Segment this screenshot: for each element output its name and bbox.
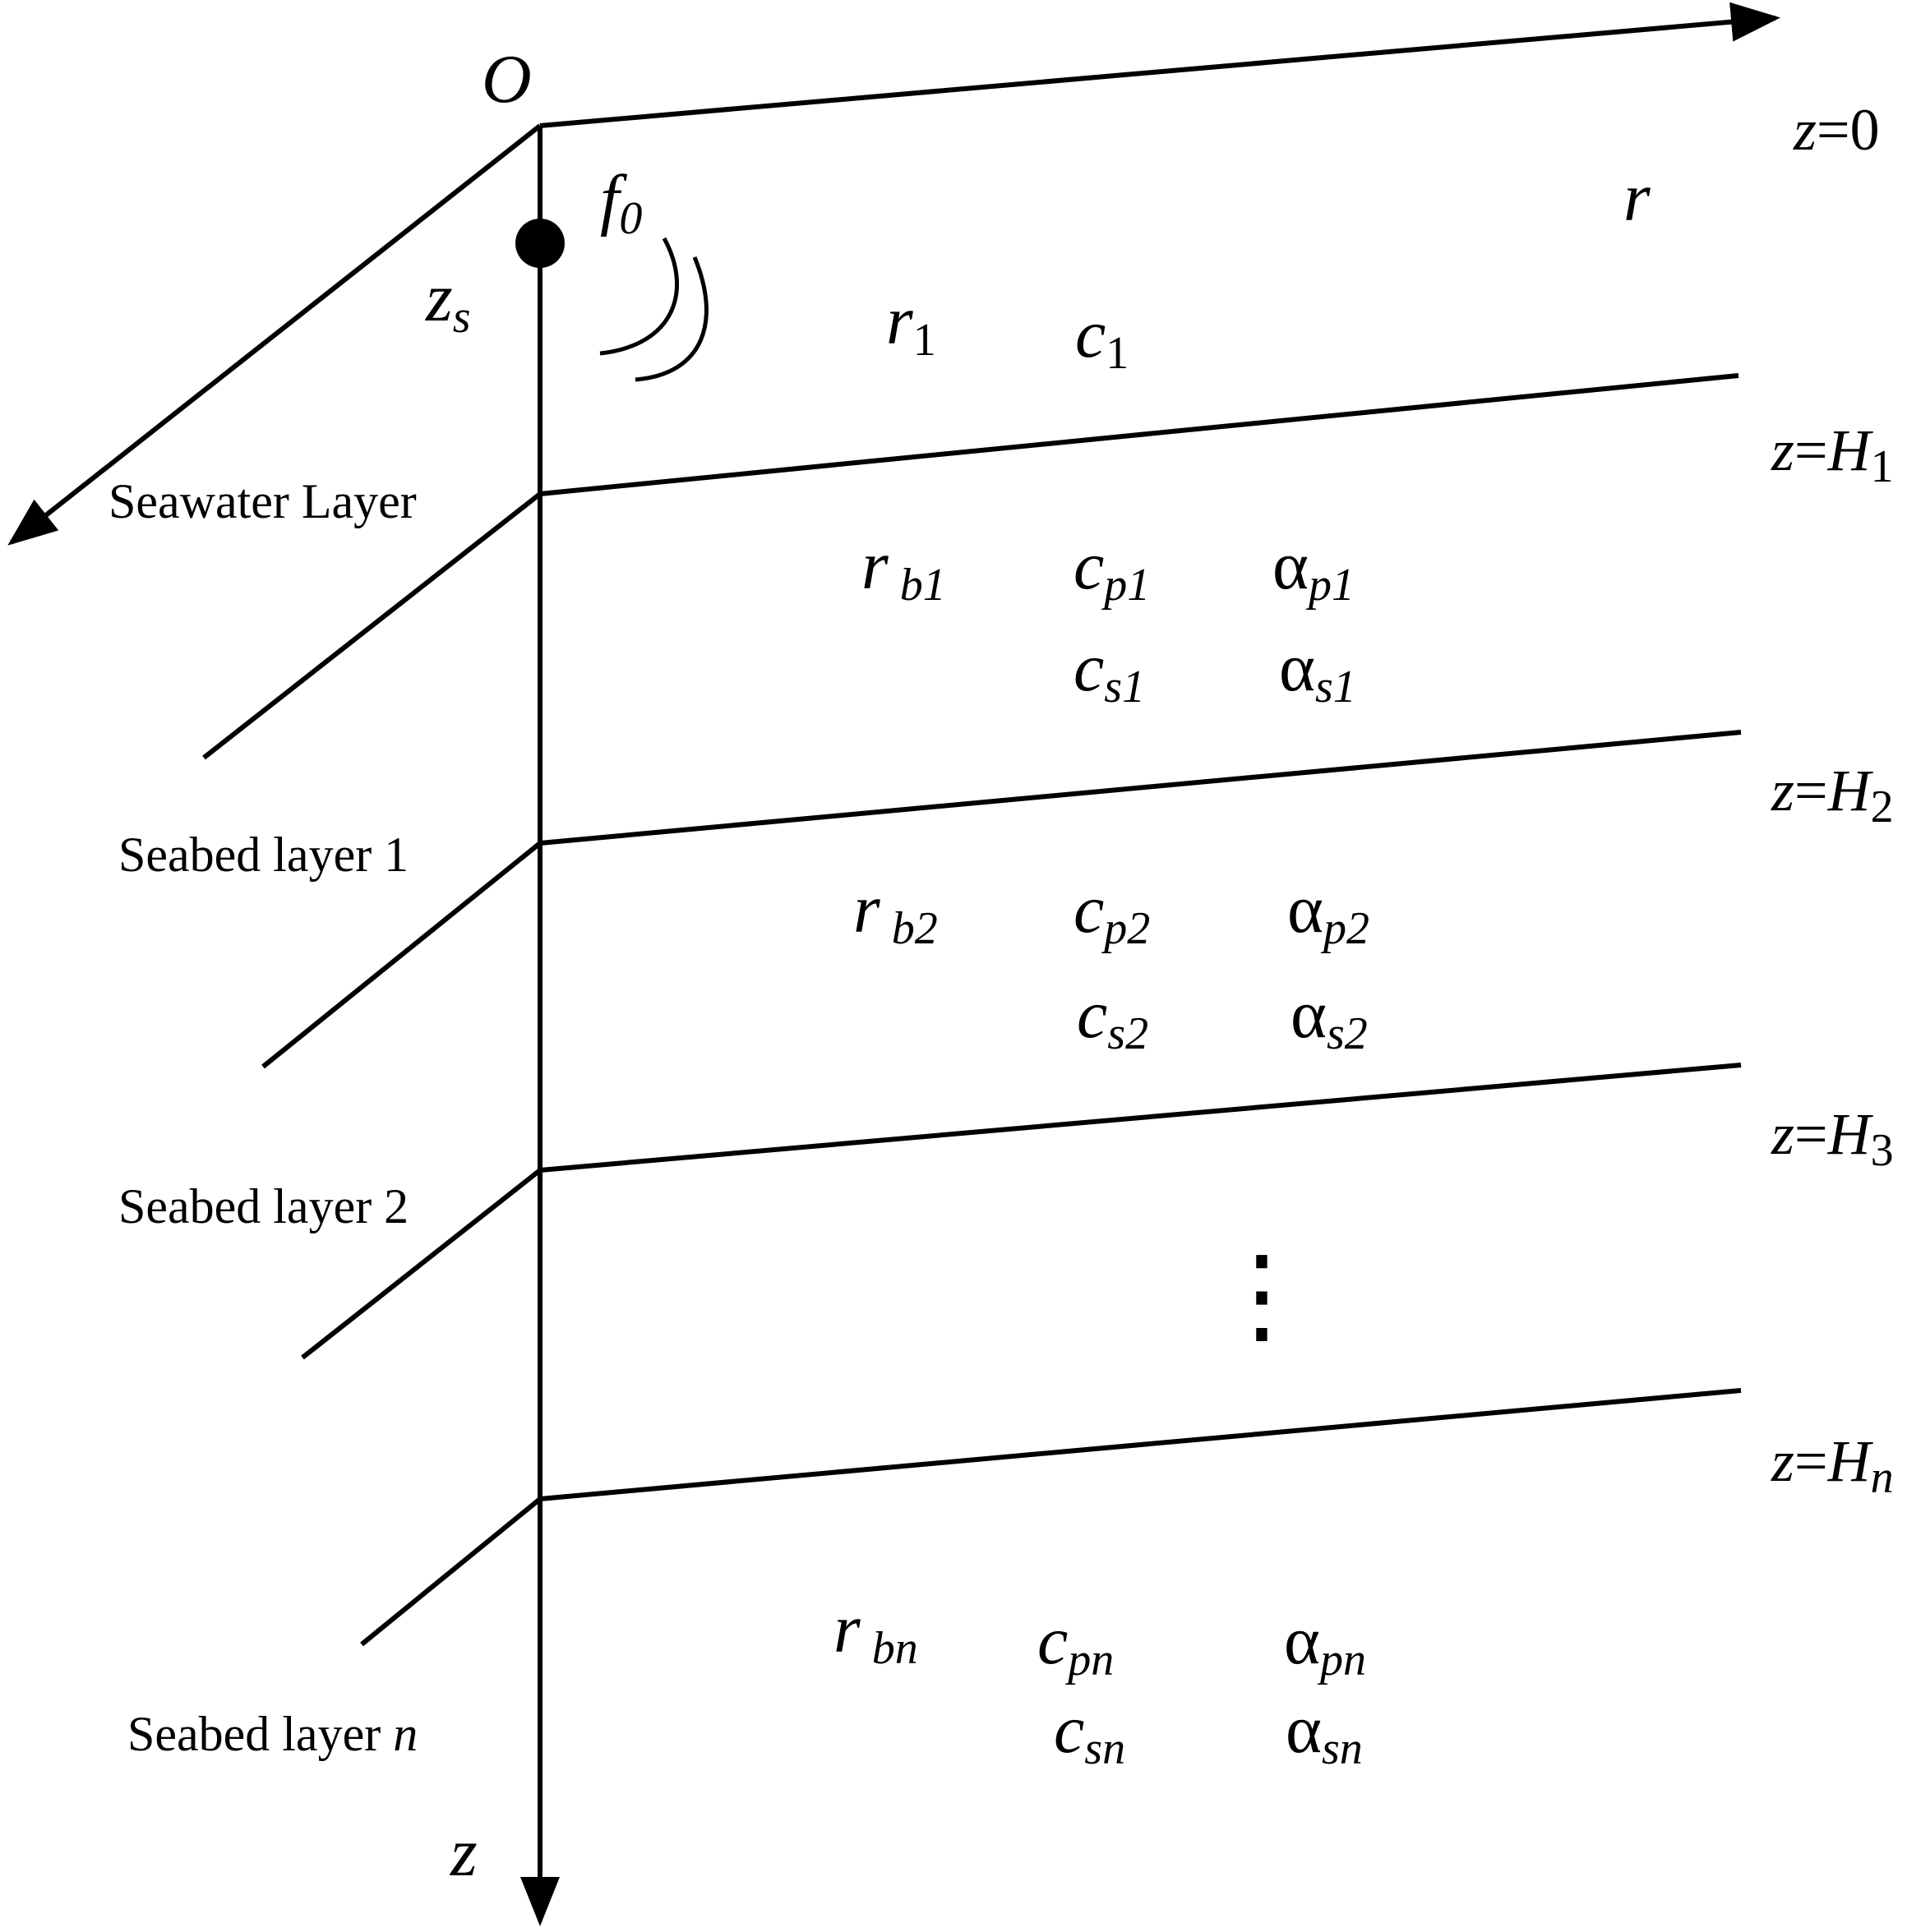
source-dot	[515, 219, 565, 268]
interface-label-0: z=0	[1793, 97, 1880, 163]
cross-axis-line	[7, 123, 542, 546]
param-alpha-s-n: αsn	[1286, 1691, 1363, 1774]
param-alpha-p-1: αp1	[1272, 528, 1355, 611]
interface-depth-line-h2	[261, 841, 542, 1069]
param-cp-1: cp1	[1074, 528, 1150, 611]
layers-ellipsis: ⋮	[1208, 1237, 1315, 1355]
param-alpha-s-2: αs2	[1291, 976, 1368, 1059]
depth-axis-label: z	[450, 1814, 478, 1891]
param-density-b1: r b1	[861, 528, 946, 611]
range-axis-label: r	[1623, 159, 1651, 236]
interface-depth-line-h1	[202, 491, 542, 760]
origin-label: O	[482, 41, 532, 118]
param-cs-n: csn	[1054, 1691, 1125, 1774]
param-density-water: r1	[886, 283, 936, 366]
range-axis-line	[539, 2, 1780, 128]
param-speed-water: c1	[1075, 296, 1129, 379]
interface-depth-line-h3	[301, 1168, 542, 1360]
param-cp-2: cp2	[1074, 871, 1150, 954]
interface-line-h3	[539, 1063, 1742, 1173]
interface-line-hn	[539, 1388, 1742, 1501]
layer-name-seabed-n: Seabed layer n	[127, 1707, 418, 1761]
interface-label-h1: z=H1	[1771, 417, 1894, 492]
param-alpha-p-n: αpn	[1284, 1602, 1366, 1685]
param-alpha-p-2: αp2	[1287, 871, 1369, 954]
param-alpha-s-1: αs1	[1279, 629, 1356, 712]
interface-label-h3: z=H3	[1771, 1101, 1894, 1176]
wave-arc-outer	[635, 256, 709, 382]
interface-line-h1	[539, 373, 1739, 496]
interface-label-h2: z=H2	[1771, 758, 1894, 832]
layer-name-seabed-2: Seabed layer 2	[118, 1179, 409, 1233]
source-depth-label: zs	[425, 260, 471, 343]
param-density-bn: r bn	[833, 1591, 918, 1674]
param-cs-2: cs2	[1077, 976, 1148, 1059]
wave-arc-inner	[599, 237, 680, 356]
interface-depth-line-hn	[360, 1496, 542, 1647]
source-frequency-label: f0	[600, 161, 642, 244]
interface-label-hn: z=Hn	[1771, 1428, 1894, 1503]
param-density-b2: r b2	[853, 871, 938, 954]
layer-name-seawater: Seawater Layer	[109, 474, 417, 528]
param-cp-n: cpn	[1037, 1602, 1114, 1685]
param-cs-1: cs1	[1074, 629, 1145, 712]
interface-line-h2	[539, 730, 1742, 846]
layer-name-seabed-1: Seabed layer 1	[118, 828, 409, 882]
